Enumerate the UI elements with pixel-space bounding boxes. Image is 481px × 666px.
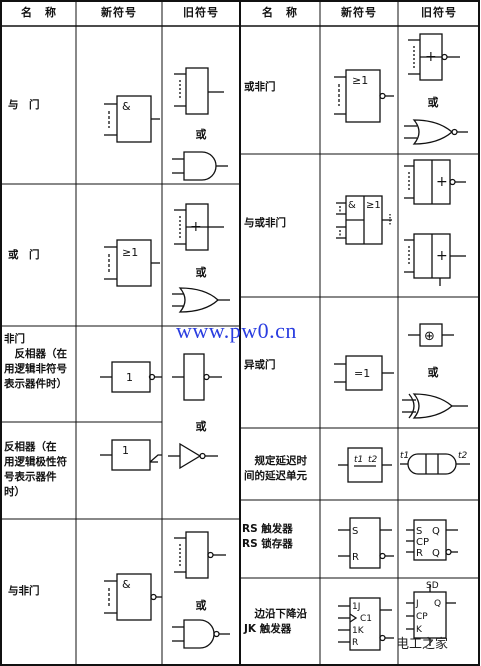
xor-old-shape <box>402 393 468 419</box>
rs-old-q1: Q <box>432 526 440 537</box>
header-new-left: 新符号 <box>101 6 137 19</box>
or-word: 或 <box>427 96 439 109</box>
nor-gate-old-box <box>408 33 460 81</box>
or-new-label: ≥1 <box>122 246 138 259</box>
row-name-nor-gate: 或非门 <box>244 81 276 93</box>
or-word: 或 <box>195 128 207 141</box>
header-new-right: 新符号 <box>341 6 377 19</box>
or-word: 或 <box>195 266 207 279</box>
header-name-right: 名 称 <box>262 6 298 19</box>
jk-old-sd: SD <box>426 581 439 591</box>
nor-new-label: ≥1 <box>352 74 368 87</box>
delay-t2-new: t2 <box>368 455 378 465</box>
and-gate-new-symbol <box>104 95 160 143</box>
nand-gate-old-box <box>174 531 226 579</box>
row-name-jk-flipflop: 边沿下降沿 JK 触发器 <box>244 608 307 635</box>
or-gate-old-shape <box>172 287 230 313</box>
nand-gate-old-shape <box>172 619 230 649</box>
or-gate-new-symbol <box>104 239 160 287</box>
nor-gate-new-symbol <box>334 69 394 123</box>
aoi-old-box-a <box>404 159 466 205</box>
row-name-nand-gate: 与非门 <box>8 585 40 597</box>
jk-new-c: C1 <box>360 614 372 624</box>
header-old-right: 旧符号 <box>421 6 457 19</box>
xor-old-box <box>408 323 454 347</box>
row-name-and-gate: 与 门 <box>8 99 40 111</box>
rs-old-symbol <box>406 519 458 561</box>
row-name-or-gate: 或 门 <box>8 249 40 261</box>
aoi-new-label-a: & <box>348 200 356 211</box>
header-old-left: 旧符号 <box>183 6 219 19</box>
or-word: 或 <box>427 366 439 379</box>
delay-t1-new: t1 <box>354 455 363 465</box>
jk-old-q: Q <box>434 599 441 609</box>
and-gate-old-box <box>174 67 224 115</box>
jk-new-symbol <box>338 597 394 651</box>
jk-old-j: J <box>415 599 419 609</box>
row-name-delay-element: 规定延迟时 间的延迟单元 <box>244 455 307 482</box>
rs-new-symbol <box>338 517 394 569</box>
xor-new-symbol <box>334 355 394 391</box>
rs-old-s: S <box>416 526 422 537</box>
row-name-and-or-invert: 与或非门 <box>244 217 286 229</box>
and-gate-old-shape <box>172 151 228 181</box>
watermark: www.pw0.cn <box>176 318 297 343</box>
row-name-inverter: 反相器（在 用逻辑极性符 号表示器件 时） <box>4 441 67 498</box>
not-gate-new-symbol <box>100 361 162 393</box>
row-name-rs-flipflop: RS 触发器 RS 锁存器 <box>242 523 293 550</box>
inverter-new-symbol <box>100 439 162 471</box>
or-word: 或 <box>195 599 207 612</box>
jk-old-cp: CP <box>416 612 428 622</box>
or-word: 或 <box>195 420 207 433</box>
inv-new-label: 1 <box>122 444 129 457</box>
not-new-label: 1 <box>126 371 133 384</box>
jk-old-k: K <box>416 625 423 635</box>
rs-old-r: R <box>416 548 423 559</box>
brand-logo-text: 电工之家 <box>396 637 449 652</box>
jk-new-j: 1J <box>352 602 360 612</box>
jk-new-r: R <box>352 638 358 648</box>
jk-old-symbol <box>406 584 456 646</box>
jk-new-k: 1K <box>352 626 365 636</box>
inverter-old-triangle <box>168 442 218 470</box>
nand-gate-new-symbol <box>104 573 162 621</box>
nor-gate-old-shape <box>404 119 468 145</box>
aoi-old-box-b <box>404 233 466 286</box>
aoi-old-label-a: + <box>436 174 448 190</box>
aoi-new-label-b: ≥1 <box>366 200 381 211</box>
xor-old-label: ⊕ <box>424 329 435 344</box>
rs-old-q2: Q <box>432 548 440 559</box>
or-gate-old-box <box>174 203 224 251</box>
row-name-not-gate: 非门 反相器（在 用逻辑非符号 表示器件时） <box>4 333 67 390</box>
delay-t1-old: t1 <box>400 451 409 461</box>
xor-new-label: =1 <box>354 367 370 380</box>
delay-new-symbol <box>338 447 392 483</box>
nor-old-label: + <box>425 49 437 65</box>
nand-new-label: & <box>122 578 131 591</box>
aoi-old-label-b: + <box>436 248 448 264</box>
rs-old-cp: CP <box>416 537 429 548</box>
not-gate-old-box <box>172 353 222 401</box>
row-name-xor-gate: 异或门 <box>244 359 276 371</box>
rs-new-s: S <box>352 526 358 537</box>
header-name-left: 名 称 <box>21 6 57 19</box>
aoi-new-symbol <box>336 195 392 245</box>
or-old-plus: + <box>190 219 202 235</box>
and-new-label: & <box>122 100 131 113</box>
delay-t2-old: t2 <box>458 451 468 461</box>
delay-old-symbol <box>400 453 470 475</box>
rs-new-r: R <box>352 552 359 563</box>
